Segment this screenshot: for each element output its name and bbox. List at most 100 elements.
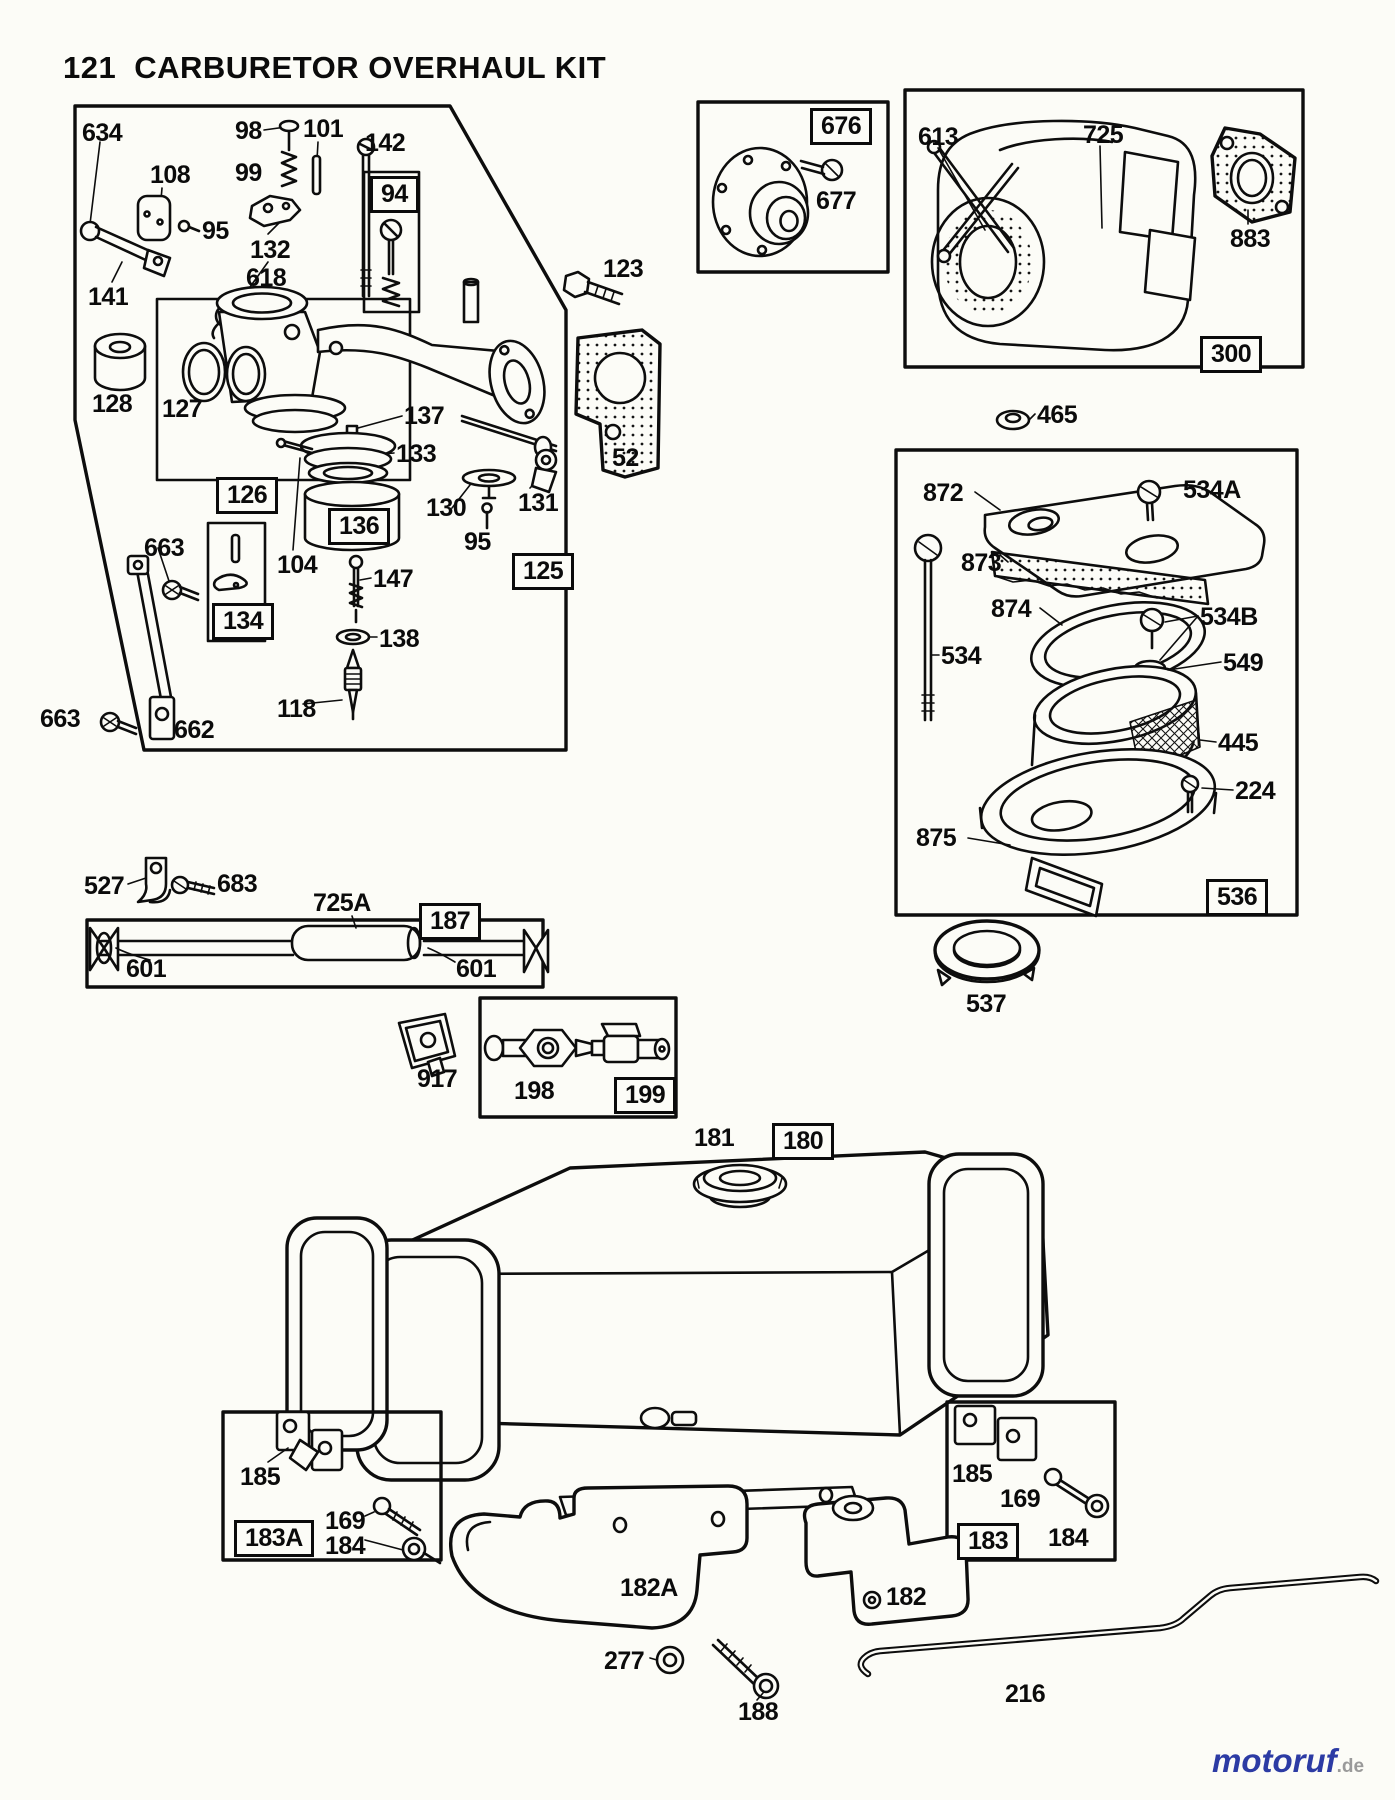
part-label-875: 875 (916, 824, 957, 852)
fuel-valve-198 (485, 1024, 669, 1066)
part-label-601-right: 601 (456, 955, 497, 983)
bracket-section-183 (947, 1402, 1115, 1560)
part-label-537: 537 (966, 990, 1007, 1018)
part-label-873: 873 (961, 549, 1002, 577)
strut-662 (128, 556, 174, 739)
part-label-136: 136 (328, 508, 391, 546)
part-label-125: 125 (512, 553, 575, 591)
float-pin-104 (277, 439, 312, 453)
seat-130 (463, 470, 515, 498)
part-label-534B: 534B (1200, 603, 1258, 631)
screw-534A (1138, 481, 1160, 520)
part-label-725: 725 (1083, 121, 1124, 149)
blower-housing-section-300 (905, 90, 1303, 367)
part-label-123: 123 (603, 255, 644, 283)
part-label-183: 183 (957, 1523, 1020, 1561)
part-label-101: 101 (303, 115, 344, 143)
part-label-128: 128 (92, 390, 133, 418)
part-label-183A: 183A (234, 1520, 314, 1558)
screw-534B (1141, 609, 1163, 648)
rod-216 (861, 1577, 1376, 1674)
part-label-549: 549 (1223, 649, 1264, 677)
bolts-613 (928, 141, 1018, 262)
part-label-141: 141 (88, 283, 129, 311)
part-label-131: 131 (518, 489, 559, 517)
part-label-169-left: 169 (325, 1507, 366, 1535)
part-label-527: 527 (84, 872, 125, 900)
part-label-133: 133 (396, 440, 437, 468)
section-title-text: CARBURETOR OVERHAUL KIT (134, 50, 607, 85)
blower-housing-725 (932, 121, 1195, 350)
part-label-534: 534 (941, 642, 982, 670)
part-label-618: 618 (246, 264, 287, 292)
part-label-683: 683 (217, 870, 258, 898)
part-label-677: 677 (816, 187, 857, 215)
bolt-224 (1182, 776, 1198, 812)
base-875 (974, 734, 1223, 916)
part-label-613: 613 (918, 123, 959, 151)
part-label-216: 216 (1005, 1680, 1046, 1708)
part-label-184-right: 184 (1048, 1524, 1089, 1552)
fuel-cap-181 (694, 1165, 786, 1207)
part-label-126: 126 (216, 477, 279, 515)
watermark-brand: motoruf (1212, 1742, 1337, 1779)
bracket-182A (451, 1486, 858, 1628)
gasket-pin-134 (214, 535, 247, 590)
section-number: 121 (63, 50, 117, 85)
part-label-663-upper: 663 (144, 534, 185, 562)
part-label-187: 187 (419, 903, 482, 941)
flange-bearing-section-676 (698, 102, 888, 272)
muffler-section-187 (87, 858, 548, 987)
part-label-181: 181 (694, 1124, 735, 1152)
part-label-169-right: 169 (1000, 1485, 1041, 1513)
pre-cleaner-873 (992, 552, 1208, 604)
washer-277 (650, 1647, 683, 1673)
part-label-883: 883 (1230, 225, 1271, 253)
needle-95-lower (483, 504, 492, 529)
part-label-94: 94 (370, 176, 419, 214)
needle-98-spring-99 (280, 121, 298, 186)
part-label-108: 108 (150, 161, 191, 189)
foam-pad-right (929, 1154, 1043, 1396)
leaders-183A (268, 1448, 403, 1550)
washer-138 (337, 630, 369, 644)
part-label-277: 277 (604, 1647, 645, 1675)
part-label-180: 180 (772, 1123, 835, 1161)
screw-534 (915, 535, 941, 720)
part-label-52: 52 (612, 444, 639, 472)
part-label-137: 137 (404, 402, 445, 430)
leader-lines-air-cleaner (932, 414, 1233, 845)
part-label-872: 872 (923, 479, 964, 507)
fuel-tank-assembly (287, 1152, 1048, 1480)
part-label-634: 634 (82, 119, 123, 147)
o-rings-127 (183, 343, 265, 401)
part-label-534A: 534A (1183, 476, 1241, 504)
part-label-445: 445 (1218, 729, 1259, 757)
leader-lines-muffler (116, 878, 455, 962)
bracket-527 (138, 858, 170, 902)
float-133 (301, 433, 395, 483)
part-label-142: 142 (365, 129, 406, 157)
part-label-127: 127 (162, 395, 203, 423)
part-label-536: 536 (1206, 879, 1269, 917)
part-label-147: 147 (373, 565, 414, 593)
part-label-184-left: 184 (325, 1532, 366, 1560)
part-label-224: 224 (1235, 777, 1276, 805)
part-label-182: 182 (886, 1583, 927, 1611)
part-label-188: 188 (738, 1698, 779, 1726)
part-label-104: 104 (277, 551, 318, 579)
needle-valve-118 (345, 650, 361, 719)
air-cleaner-section-536 (896, 414, 1297, 916)
carburetor-body (217, 279, 553, 446)
plate-108 (138, 196, 170, 240)
bolt-663-lower (101, 713, 136, 734)
casting-132 (250, 196, 300, 226)
bracket-section-183A (223, 1412, 441, 1563)
gasket-52 (576, 330, 660, 477)
screw-184-right (1086, 1495, 1108, 1517)
choke-shaft-634-141 (81, 222, 170, 276)
grommet-465 (997, 411, 1029, 429)
valve-131 (532, 450, 556, 492)
screw-95-upper (179, 221, 199, 231)
